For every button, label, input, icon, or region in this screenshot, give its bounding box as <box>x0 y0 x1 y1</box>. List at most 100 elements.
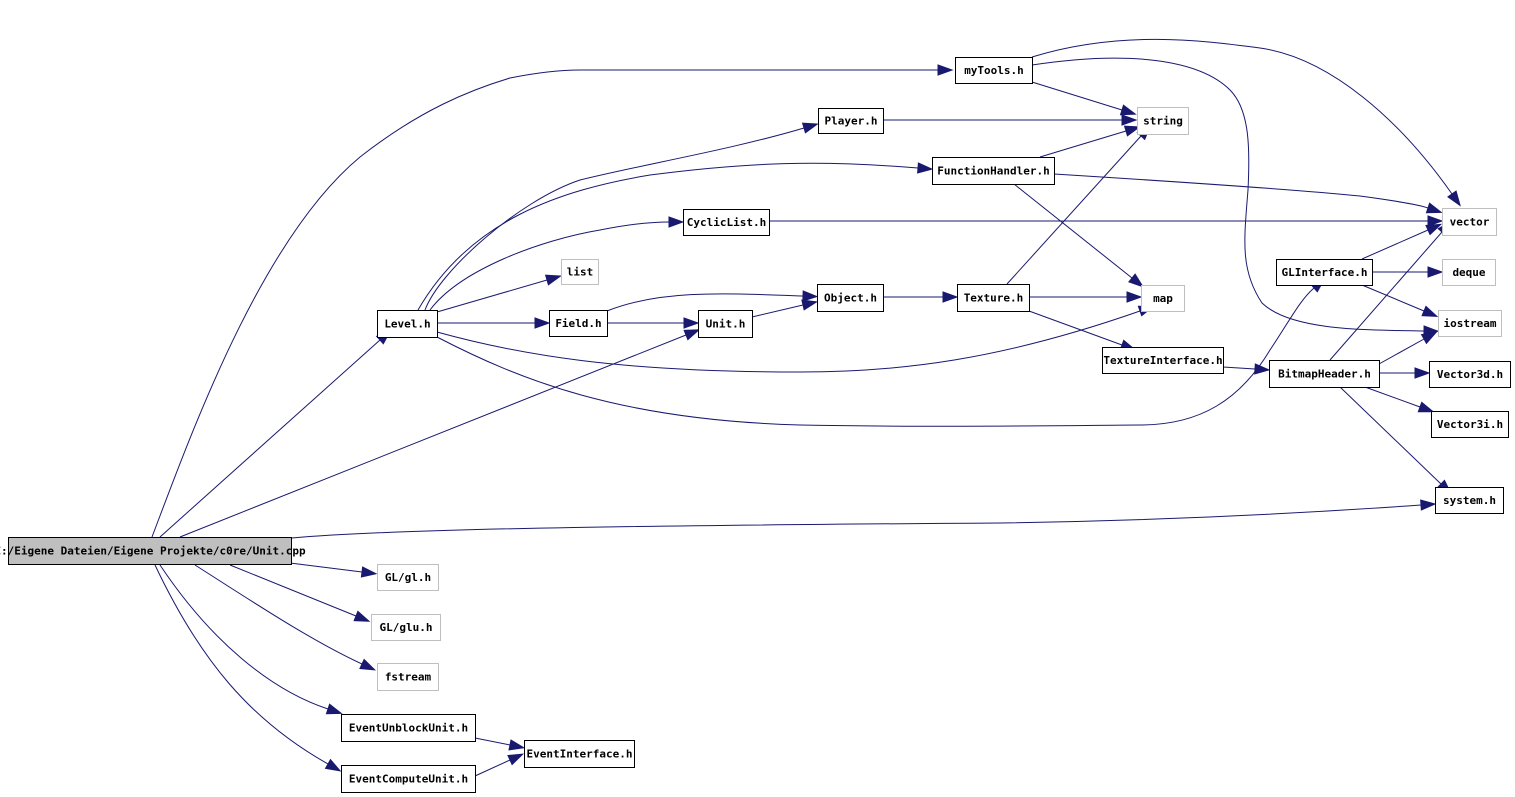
edge-textureinterface-to-bitmapheader <box>1222 363 1271 375</box>
node-label: TextureInterface.h <box>1103 354 1222 367</box>
edge-level-to-field <box>437 317 551 329</box>
node-label: GL/gl.h <box>385 571 431 584</box>
arrow-head-icon <box>1414 367 1431 379</box>
node-unit_h[interactable]: Unit.h <box>698 310 753 338</box>
node-label: string <box>1143 115 1183 128</box>
node-box <box>1429 361 1511 388</box>
arrow-head-icon <box>1121 114 1138 126</box>
node-label: BitmapHeader.h <box>1278 368 1371 381</box>
node-box <box>1442 259 1496 286</box>
node-glinterface[interactable]: GLInterface.h <box>1276 259 1373 286</box>
node-system[interactable]: system.h <box>1435 487 1504 514</box>
edge-mytools-to-string <box>1031 81 1137 116</box>
edge-mytools-to-iostream <box>1031 57 1440 337</box>
edge-unit_cpp-to-eventcompute <box>154 564 342 772</box>
edge-eventunblock-to-eventinterface <box>474 737 526 751</box>
arrow-head-icon <box>360 566 378 578</box>
arrow-head-icon <box>1126 291 1143 303</box>
arrow-head-icon <box>353 610 371 622</box>
edge-glinterface-to-vector <box>1361 223 1443 260</box>
edges-layer <box>151 38 1461 777</box>
edge-functionhandler-to-map <box>1013 183 1145 288</box>
edge-line <box>154 564 329 765</box>
edge-line <box>1364 386 1421 408</box>
edge-line <box>1013 183 1133 279</box>
node-eventunblock[interactable]: EventUnblockUnit.h <box>341 714 476 742</box>
edge-line <box>436 287 1315 427</box>
edge-line <box>429 221 670 311</box>
node-box <box>1431 411 1509 438</box>
edge-functionhandler-to-vector <box>1053 173 1443 214</box>
edge-mytools-to-vector <box>1031 38 1461 207</box>
node-box <box>932 157 1055 185</box>
arrow-head-icon <box>324 758 342 772</box>
edge-line <box>1031 57 1425 332</box>
arrow-head-icon <box>1425 223 1443 236</box>
edge-line <box>179 334 687 538</box>
edge-object-to-texture <box>883 291 959 303</box>
node-box <box>8 537 292 565</box>
node-label: Vector3i.h <box>1437 418 1503 431</box>
arrow-head-icon <box>1427 266 1444 278</box>
node-vector3d[interactable]: Vector3d.h <box>1429 361 1511 388</box>
edge-field-to-unit_h <box>607 317 700 329</box>
arrow-head-icon <box>1447 190 1461 207</box>
node-vector3i[interactable]: Vector3i.h <box>1431 411 1509 438</box>
node-eventcompute[interactable]: EventComputeUnit.h <box>341 765 476 793</box>
node-label: system.h <box>1443 494 1496 507</box>
node-box <box>549 310 608 337</box>
arrow-head-icon <box>942 291 959 303</box>
node-functionhandler[interactable]: FunctionHandler.h <box>932 157 1055 185</box>
node-fstream: fstream <box>377 663 439 691</box>
arrow-head-icon <box>1420 499 1437 511</box>
node-eventinterface[interactable]: EventInterface.h <box>524 740 635 768</box>
node-iostream: iostream <box>1438 310 1502 337</box>
edge-line <box>1222 366 1256 370</box>
edge-texture-to-map <box>1029 291 1143 303</box>
edge-glinterface-to-iostream <box>1361 284 1439 317</box>
node-box <box>957 284 1030 312</box>
edge-line <box>1378 338 1425 365</box>
node-bitmapheader[interactable]: BitmapHeader.h <box>1269 360 1380 388</box>
edge-glinterface-to-deque <box>1372 266 1444 278</box>
edge-cycliclist-to-vector <box>769 215 1444 227</box>
node-level[interactable]: Level.h <box>377 310 438 338</box>
node-unit_cpp: E:/Eigene Dateien/Eigene Projekte/c0re/U… <box>0 537 306 565</box>
node-box <box>1276 259 1373 286</box>
arrow-head-icon <box>1254 363 1271 375</box>
arrow-head-icon <box>802 290 819 302</box>
node-box <box>1435 487 1504 514</box>
node-texture[interactable]: Texture.h <box>957 284 1030 312</box>
node-mytools[interactable]: myTools.h <box>955 57 1033 84</box>
node-label: GLInterface.h <box>1281 266 1367 279</box>
arrow-head-icon <box>507 753 525 766</box>
edge-line <box>289 562 363 573</box>
node-label: Texture.h <box>964 292 1024 305</box>
arrow-head-icon <box>1427 215 1444 227</box>
edge-line <box>1329 231 1443 361</box>
edge-line <box>1028 310 1123 346</box>
edge-line <box>1006 135 1142 285</box>
edge-line <box>751 304 804 318</box>
node-textureinterface[interactable]: TextureInterface.h <box>1102 347 1224 374</box>
node-label: vector <box>1450 216 1490 229</box>
node-box <box>371 614 441 641</box>
node-label: Field.h <box>555 317 601 330</box>
node-box <box>817 284 884 312</box>
arrow-head-icon <box>1421 305 1439 317</box>
arrow-head-icon <box>508 739 526 751</box>
edge-bitmapheader-to-vector3d <box>1379 367 1431 379</box>
edge-line <box>159 339 381 538</box>
node-glu: GL/glu.h <box>371 614 441 641</box>
edge-line <box>1039 130 1127 158</box>
node-player[interactable]: Player.h <box>818 108 884 134</box>
node-object[interactable]: Object.h <box>817 284 884 312</box>
node-field[interactable]: Field.h <box>549 310 608 337</box>
node-label: myTools.h <box>964 64 1024 77</box>
node-map: map <box>1141 285 1185 312</box>
node-label: EventComputeUnit.h <box>349 773 468 786</box>
arrow-head-icon <box>668 216 685 228</box>
node-cycliclist[interactable]: CyclicList.h <box>683 209 770 236</box>
arrow-head-icon <box>801 122 819 134</box>
edge-line <box>229 564 357 617</box>
